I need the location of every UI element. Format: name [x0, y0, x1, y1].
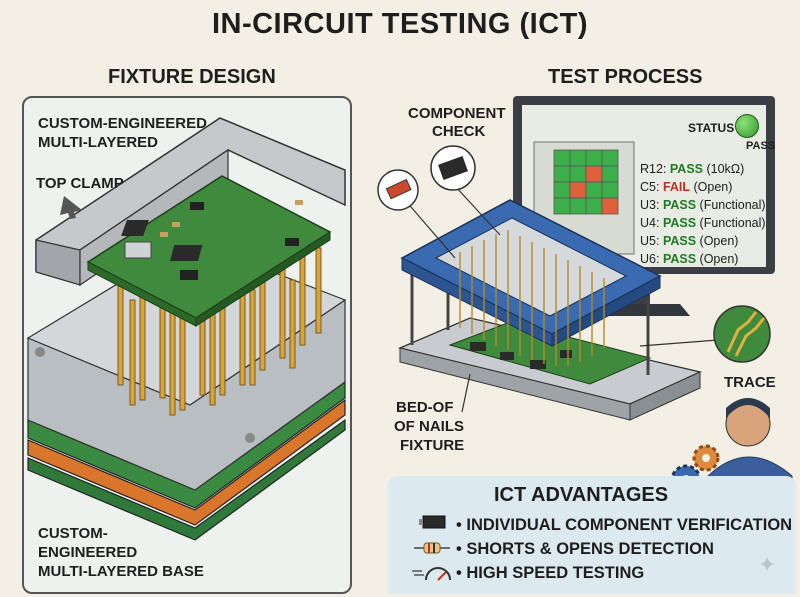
result-row: U6: PASS (Open): [640, 252, 739, 266]
component-check-label-1: COMPONENT: [408, 105, 506, 122]
advantage-item: • HIGH SPEED TESTING: [456, 564, 645, 582]
sparkle-icon: ✦: [758, 552, 777, 577]
status-value: PASS: [746, 140, 776, 152]
fixture-top-label-1: CUSTOM-ENGINEERED: [38, 115, 207, 132]
page-title: IN-CIRCUIT TESTING (ICT): [211, 8, 589, 40]
speedometer-icon: [412, 567, 451, 581]
component-check-label-2: CHECK: [432, 123, 486, 140]
test-results-list: R12: PASS (10kΩ) C5: FAIL (Open) U3: PAS…: [640, 160, 766, 268]
status-label: STATUS: [688, 121, 735, 135]
advantage-item: • INDIVIDUAL COMPONENT VERIFICATION: [456, 516, 793, 534]
fixture-design-heading: FIXTURE DESIGN: [108, 66, 276, 88]
chip-icon: [419, 515, 446, 529]
result-row: U3: PASS (Functional): [640, 198, 766, 212]
fixture-base-label-2: ENGINEERED: [38, 544, 138, 561]
top-clamp-label: TOP CLAMP: [36, 175, 124, 192]
bed-of-nails-label-2: OF NAILS: [394, 418, 464, 435]
result-row: U5: PASS (Open): [640, 234, 739, 248]
fixture-base-label-3: MULTI-LAYERED BASE: [38, 563, 204, 580]
bed-of-nails-label-1: BED-OF: [396, 399, 454, 416]
result-row: R12: PASS (10kΩ): [640, 162, 745, 176]
fixture-top-label-2: MULTI-LAYERED: [38, 134, 158, 151]
bed-of-nails-label-3: FIXTURE: [400, 437, 465, 454]
resistor-icon: [414, 542, 450, 554]
fixture-base-label-1: CUSTOM-: [38, 525, 108, 542]
trace-label: TRACE: [724, 374, 776, 391]
advantage-item: • SHORTS & OPENS DETECTION: [456, 540, 714, 558]
result-row: U4: PASS (Functional): [640, 216, 766, 230]
advantages-panel: [388, 476, 796, 594]
result-row: C5: FAIL (Open): [640, 180, 733, 194]
status-led-icon: [735, 114, 759, 138]
test-process-heading: TEST PROCESS: [548, 66, 703, 88]
advantages-heading: ICT ADVANTAGES: [494, 484, 669, 506]
